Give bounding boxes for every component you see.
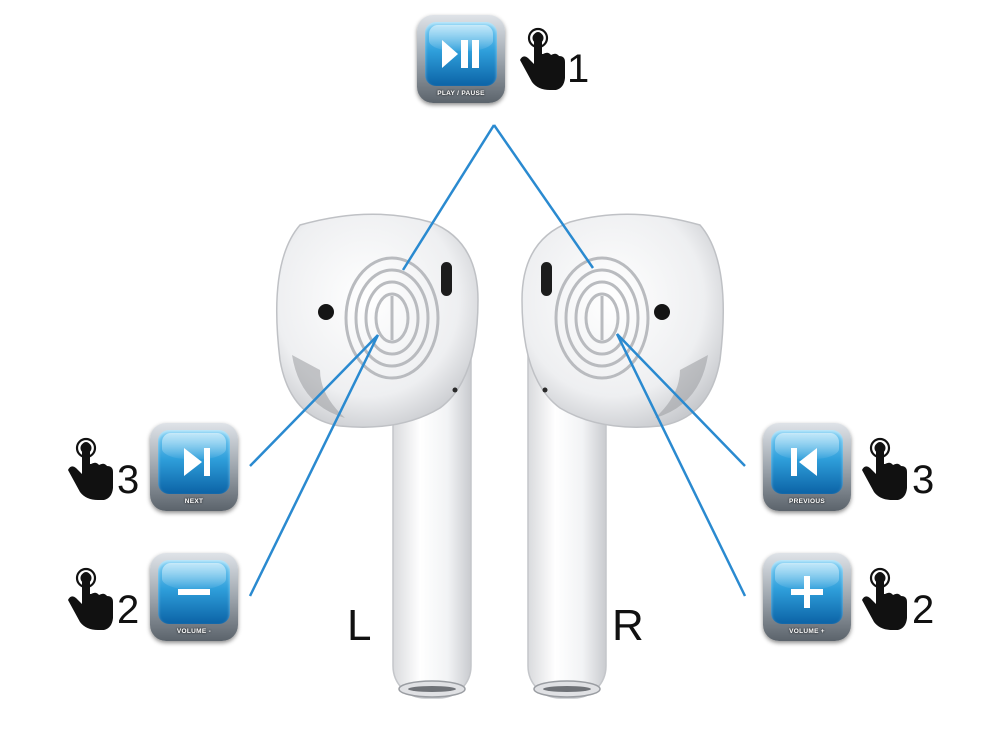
- volume-up-button: VOLUME +: [763, 553, 851, 641]
- left-earbud: [276, 213, 479, 699]
- play-pause-caption: PLAY / PAUSE: [437, 90, 485, 97]
- connector-previous: [616, 333, 746, 467]
- tap-hand-icon: [518, 27, 567, 92]
- next-icon: [184, 448, 210, 476]
- connector-volume-up: [615, 333, 747, 597]
- left-earbud-label: L: [347, 601, 372, 650]
- next-caption: NEXT: [184, 498, 204, 505]
- next-tap-count: 3: [117, 458, 140, 502]
- previous-button: PREVIOUS: [763, 423, 851, 511]
- next-button: NEXT: [150, 423, 238, 511]
- previous-tap-count: 3: [912, 458, 935, 502]
- tap-hand-icon: [860, 437, 909, 502]
- right-earbud-label: R: [612, 601, 644, 650]
- play-pause-icon: [442, 40, 479, 68]
- volume-up-caption: VOLUME +: [789, 628, 825, 635]
- volume-down-button: VOLUME -: [150, 553, 238, 641]
- connector-volume-down: [248, 334, 380, 597]
- right-earbud: [521, 213, 724, 699]
- volume-down-tap-count: 2: [117, 588, 140, 632]
- tap-hand-icon: [66, 437, 115, 502]
- previous-caption: PREVIOUS: [789, 498, 825, 505]
- connector-play-right: [492, 124, 595, 269]
- plus-icon: [791, 576, 823, 608]
- connector-next: [249, 334, 379, 467]
- play-pause-button: PLAY / PAUSE: [417, 15, 505, 103]
- tap-hand-icon: [66, 567, 115, 632]
- minus-icon: [178, 589, 210, 595]
- volume-up-tap-count: 2: [912, 588, 935, 632]
- play-pause-tap-count: 1: [567, 47, 590, 91]
- tap-hand-icon: [860, 567, 909, 632]
- connector-play-left: [401, 124, 496, 271]
- volume-down-caption: VOLUME -: [176, 628, 212, 635]
- previous-icon: [791, 448, 817, 476]
